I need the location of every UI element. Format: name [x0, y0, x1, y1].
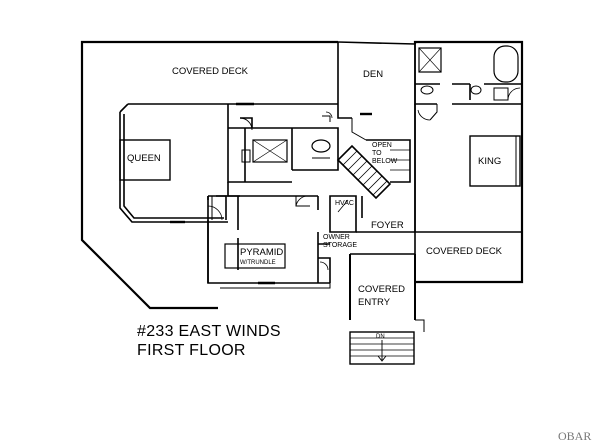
pyramid-note-label: W/TRUNDLE [240, 260, 276, 266]
window-marks [170, 102, 372, 285]
stair-diagonal [336, 144, 392, 200]
pyramid-label: PYRAMID [240, 247, 284, 258]
foyer-walls [350, 196, 415, 255]
covered-deck-right-walls [414, 232, 522, 283]
king-room-walls [414, 104, 522, 233]
covered-entry-label-2: ENTRY [358, 297, 391, 308]
queen-bath-walls [227, 104, 339, 183]
watermark-logo: OBAR [558, 429, 592, 443]
covered-entry-label-1: COVERED [358, 284, 405, 295]
pyramid-bed [224, 243, 286, 269]
entry-stair [349, 331, 415, 365]
owner-storage-label-1: OWNER [323, 234, 350, 241]
pyramid-room-walls [207, 195, 330, 284]
owner-storage-walls [317, 232, 331, 283]
plan-title-line2: FIRST FLOOR [137, 342, 246, 359]
open-to-below-label-1: OPEN [372, 142, 392, 149]
king-label: KING [478, 156, 502, 167]
covered-deck-right-label: COVERED DECK [426, 246, 503, 257]
queen-room-inner [123, 114, 224, 219]
queen-shower [252, 139, 288, 163]
hvac-label: HVAC [335, 200, 354, 207]
den-label: DEN [363, 69, 384, 80]
queen-bed [119, 139, 171, 181]
covered-entry-walls [349, 254, 416, 320]
plan-title-line1: #233 EAST WINDS [137, 323, 281, 340]
queen-room-walls [119, 103, 338, 223]
open-to-below-label-3: BELOW [372, 158, 398, 165]
king-bed [469, 135, 521, 187]
foyer-label: FOYER [371, 220, 404, 231]
stair-down-label: DN [376, 334, 385, 340]
king-tub [493, 45, 519, 83]
den-left-wall [337, 42, 352, 119]
owner-storage-label-2: STORAGE [323, 242, 358, 249]
outer-deck-outline [80, 40, 338, 310]
king-shower [418, 47, 442, 73]
den-top-wall [337, 41, 416, 45]
king-bath-walls [414, 44, 522, 105]
king-toilet [420, 85, 434, 95]
queen-sink [311, 139, 331, 153]
queen-label: QUEEN [127, 153, 161, 164]
open-to-below-label-2: TO [372, 150, 382, 157]
covered-deck-top-label: COVERED DECK [172, 66, 249, 77]
